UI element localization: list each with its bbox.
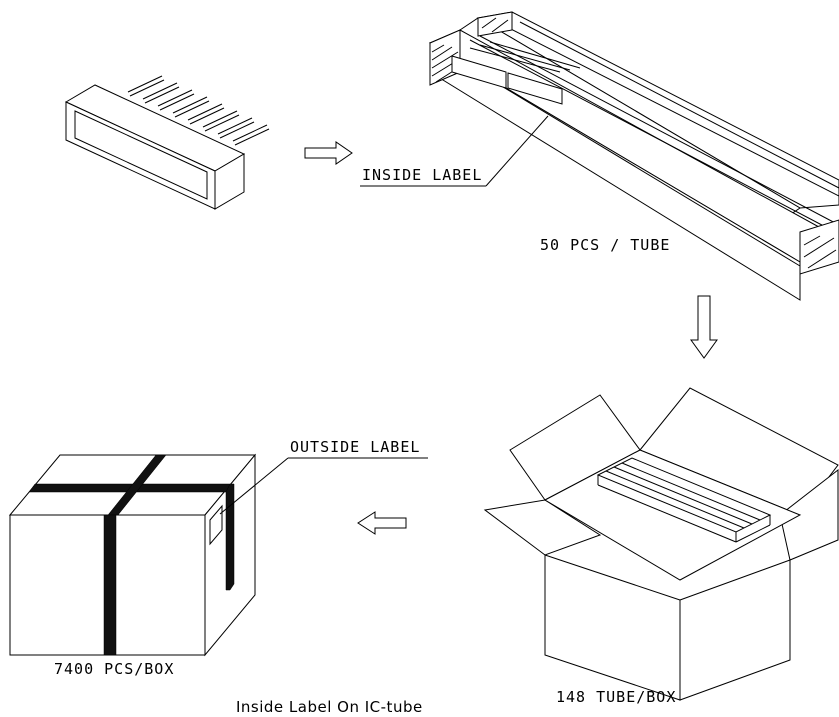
arrow-right-1 bbox=[304, 141, 353, 165]
arrow-down bbox=[690, 295, 718, 359]
inside-label-leader bbox=[360, 115, 549, 187]
ic-tube bbox=[428, 11, 839, 301]
connector-pins bbox=[127, 75, 270, 146]
arrow-left bbox=[357, 511, 407, 535]
inside-label-text: INSIDE LABEL bbox=[362, 166, 483, 184]
tube-per-box-text: 148 TUBE/BOX bbox=[556, 688, 677, 706]
pcs-per-tube-text: 50 PCS / TUBE bbox=[540, 236, 671, 254]
closed-box bbox=[8, 453, 257, 657]
open-box bbox=[483, 387, 839, 701]
pcs-per-box-text: 7400 PCS/BOX bbox=[54, 660, 175, 678]
outside-label-leader bbox=[219, 457, 428, 515]
connector-component bbox=[64, 75, 270, 210]
outside-label-text: OUTSIDE LABEL bbox=[290, 438, 421, 456]
caption-text: Inside Label On IC-tube bbox=[236, 698, 423, 716]
